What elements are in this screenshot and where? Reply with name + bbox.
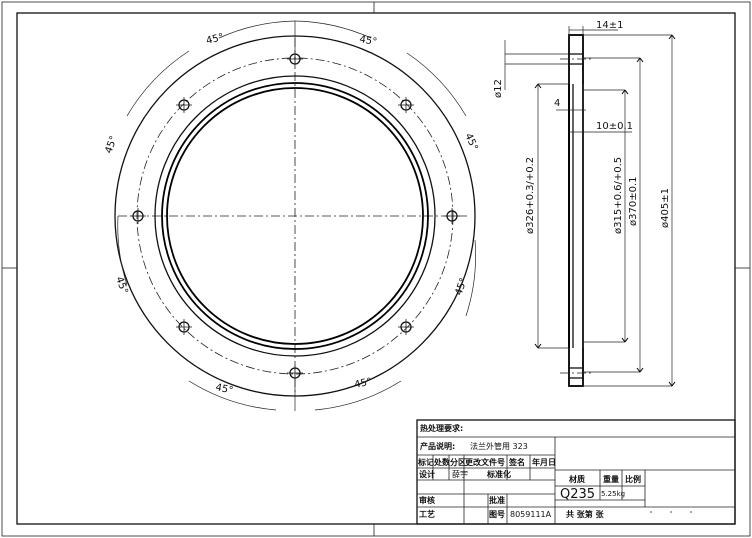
product-desc-label: 产品说明: xyxy=(420,441,455,451)
angle-label-lower-right: 45° xyxy=(453,277,469,297)
weight-value: 5.25kg xyxy=(601,490,625,498)
col-zone: 分区 xyxy=(450,457,466,467)
angle-label-lower-left: 45° xyxy=(113,275,129,295)
angle-label-upper-right: 45° xyxy=(462,132,479,153)
sheets-text: 共 张第 张 xyxy=(566,509,605,519)
dim-d326: ø326+0.3/+0.2 xyxy=(525,157,536,234)
angle-label-bottom-right: 45° xyxy=(353,376,373,390)
angle-labels: 45° 45° 45° 45° 45° 45° 45° 45° xyxy=(103,32,479,397)
material-label: 材质 xyxy=(569,474,585,484)
bore-inner-circle xyxy=(166,87,424,345)
scale-label: 比例 xyxy=(625,474,641,484)
review-label: 审核 xyxy=(419,495,435,505)
dim-d405: ø405±1 xyxy=(660,188,671,228)
dim-hole-diameter: ø12 xyxy=(493,79,504,98)
process-label: 工艺 xyxy=(419,509,435,519)
drawing-no-label: 图号 xyxy=(489,510,505,519)
raised-face-circle xyxy=(154,75,436,357)
bolt-holes xyxy=(130,51,460,381)
material-value: Q235 xyxy=(560,487,595,502)
angle-label-top-left: 45° xyxy=(205,32,225,47)
designer-name: 薛宇 xyxy=(452,469,468,479)
tech-requirements-label: 热处理要求: xyxy=(420,423,463,433)
angle-dimension-arcs xyxy=(117,20,476,411)
drawing-no-value: 8059111A xyxy=(510,510,552,519)
dim-d370: ø370±0.1 xyxy=(628,177,639,227)
approve-label: 批准 xyxy=(489,495,505,505)
flange-section-outline xyxy=(568,34,584,387)
col-sign: 签名 xyxy=(508,457,525,467)
standardize-label: 标准化 xyxy=(486,469,511,479)
col-count: 处数 xyxy=(433,457,451,467)
dim-step: 4 xyxy=(554,98,560,109)
title-block: 热处理要求: 产品说明: 法兰外管用 323 标记 处数 分区 更改文件号 签名… xyxy=(416,419,736,525)
weight-label: 重量 xyxy=(603,474,619,484)
design-label: 设计 xyxy=(419,469,435,479)
side-view-dimensions xyxy=(504,26,676,387)
product-desc-value: 法兰外管用 323 xyxy=(470,441,528,451)
dim-thickness: 14±1 xyxy=(596,20,623,31)
flange-front-view: 45° 45° 45° 45° 45° 45° 45° 45° xyxy=(103,20,480,411)
angle-label-upper-left: 45° xyxy=(103,135,119,155)
side-view-dimension-labels: 14±1 ø12 4 10±0.1 ø326+0.3/+0.2 ø315+0.6… xyxy=(493,20,671,234)
col-change-doc: 更改文件号 xyxy=(465,457,505,467)
dim-depth: 10±0.1 xyxy=(596,121,633,132)
flange-side-section xyxy=(560,34,592,387)
col-mark: 标记 xyxy=(417,457,434,467)
bore-outer-circle xyxy=(161,82,429,350)
col-date: 年月日 xyxy=(532,457,556,467)
dim-d315: ø315+0.6/+0.5 xyxy=(613,157,624,234)
angle-label-top-right: 45° xyxy=(358,34,377,48)
angle-label-bottom-left: 45° xyxy=(214,382,234,396)
